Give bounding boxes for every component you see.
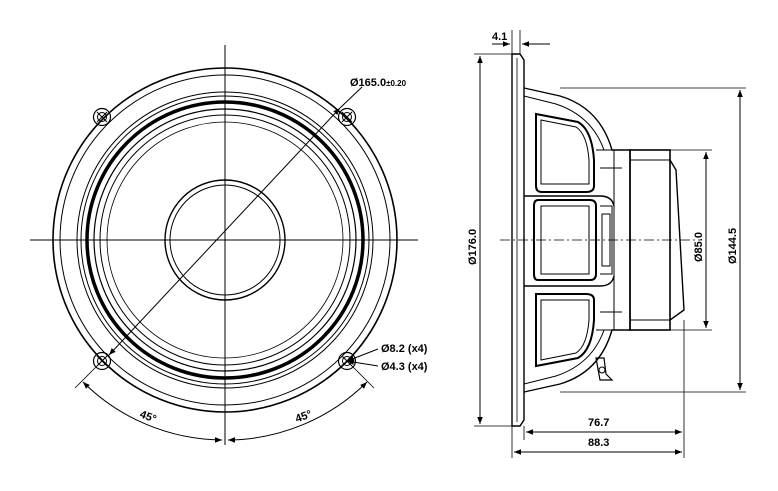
mounting-hole-top-left (92, 107, 112, 127)
diameter-leader-line (108, 107, 341, 356)
hole-inner-leader (346, 359, 379, 367)
angle-right-label: 45° (294, 408, 314, 425)
basket-window-middle (533, 199, 597, 281)
diameter-leader-extension (339, 86, 363, 109)
frame-rim-ring (76, 91, 374, 389)
hole-inner-diameter-label: Ø4.3 (x4) (381, 361, 428, 373)
angle-arc-left (82, 381, 223, 443)
angle-ext-line-left (74, 360, 103, 389)
magnet-top-plate (629, 149, 671, 331)
magnet-diameter-label: Ø85.0 (693, 232, 705, 262)
depth-without-flange-label: 76.7 (588, 417, 609, 429)
surround-outer-ring (85, 100, 365, 380)
terminal-tab (595, 357, 614, 381)
flange-inner-ring (59, 74, 391, 406)
flange-diameter-label: Ø176.0 (467, 229, 479, 265)
side-view: 4.1 Ø176.0 Ø85.0 Ø144.5 76.7 88.3 (467, 30, 746, 458)
hole-outer-leader (346, 348, 379, 362)
magnet-back-plate (669, 159, 685, 321)
basket-window-top (535, 112, 595, 193)
outer-diameter-label: Ø165.0±0.20 (350, 77, 407, 89)
gasket-ring (80, 95, 370, 385)
basket-window-bottom (535, 293, 595, 368)
total-depth-label: 88.3 (588, 437, 609, 449)
mounting-hole-top-right (337, 107, 357, 127)
frame-diameter-label: Ø144.5 (727, 228, 739, 264)
angle-arc-right (227, 381, 368, 443)
flange-thickness-label: 4.1 (492, 31, 507, 43)
hole-outer-diameter-label: Ø8.2 (x4) (381, 343, 428, 355)
front-view: Ø165.0±0.20 Ø8.2 (x4) Ø4.3 (x4) 45° 45° (30, 45, 428, 445)
angle-ext-line-right (346, 360, 375, 389)
angle-left-label: 45° (138, 409, 158, 426)
